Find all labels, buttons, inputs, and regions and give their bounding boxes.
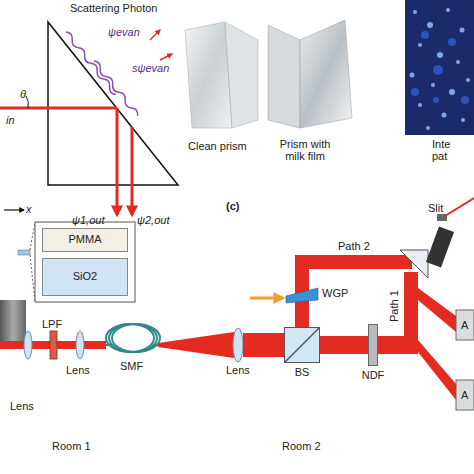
speckle [411,31,469,104]
zoom-line [30,222,35,250]
speckle [410,8,471,130]
scatter-arrow [150,30,160,40]
beam-symbol: ψ2,out [137,214,169,226]
part-label: SMF [120,360,143,372]
photo-caption: Prism with milk film [272,138,338,162]
filter [50,331,57,359]
output-beam [131,127,134,215]
lens [76,331,84,359]
photo-caption: Clean prism [188,140,247,152]
beam-connector [320,336,368,354]
beam-symbol: in [6,114,15,126]
panel-label: (c) [226,200,239,212]
clean-prism-photo [225,22,258,128]
fiber-coil [106,324,160,352]
angle-symbol: θ [20,88,26,100]
laser-beam [445,198,474,216]
substrate-layer: SiO2 [42,258,128,296]
part-label: LPF [42,318,62,330]
node-label: SiO2 [43,270,127,282]
laser-beam [158,332,234,358]
laser-beam [418,340,456,400]
motion-arrow [250,297,283,300]
interference-photo [405,0,474,135]
incident-beam [0,107,117,110]
laser-beam [404,272,418,354]
wave-symbol: ψevan [108,26,140,38]
nd-filter: NDF [368,324,378,366]
photo-caption: Inte pat [432,138,462,162]
room-label: Room 1 [52,440,91,452]
lens [24,331,32,359]
laser-beam [243,333,284,357]
lens [233,328,243,362]
scatter-arrow [160,54,172,60]
path-label: Path 2 [338,240,370,252]
part-label: Lens [66,364,90,376]
wave-symbol: sψevan [132,62,169,74]
evanescent-wave [66,32,116,95]
node-label: NDF [362,369,385,381]
milk-prism-photo [268,25,300,128]
node-label: BS [295,366,310,378]
part-label: Slit [428,202,443,214]
part-label: A [461,319,468,331]
angle-arc [26,96,28,108]
microscope-body [0,300,26,342]
room-label: Room 2 [282,440,321,452]
inset-frame [35,222,135,302]
sample-chip [18,250,30,255]
laser-beam [418,288,456,332]
laser-beam [295,255,412,269]
part-label: A [461,389,468,401]
detector [456,310,474,340]
prism-outline [48,22,178,185]
scattered-wave [94,61,138,116]
axis-label: x [26,203,32,215]
path-label: Path 1 [388,290,400,322]
zoom-line [30,255,35,302]
part-label: Lens [226,364,250,376]
caption-text: Scattering Photon [70,2,157,14]
pmma-layer: PMMA [42,228,128,252]
combiner-prism [400,250,428,278]
axis-arrow [4,209,24,210]
node-label: PMMA [43,233,127,245]
part-label: Lens [10,400,34,412]
part-label: WGP [322,287,348,299]
beam-splitter: BS [284,327,320,363]
detector [456,380,474,410]
wedge-plate [286,288,318,303]
objective [426,226,454,267]
output-beam [116,108,119,215]
milk-prism-photo [300,20,352,128]
beam-symbol: ψ1,out [72,214,104,226]
clean-prism-photo [185,22,232,128]
